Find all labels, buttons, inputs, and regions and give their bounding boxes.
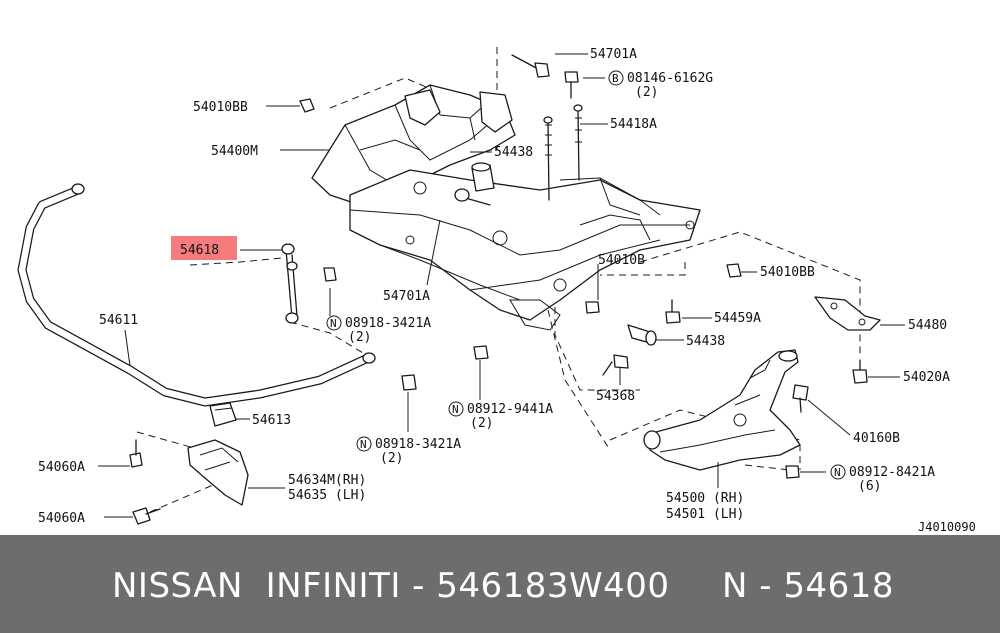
label-54635: 54635 (LH)	[288, 488, 366, 503]
label-54020a: 54020A	[903, 370, 950, 385]
label-08146-qty: (2)	[635, 85, 658, 100]
label-54501: 54501 (LH)	[666, 507, 744, 522]
label-54500: 54500 (RH)	[666, 491, 744, 506]
prefix-n-08912-9441: N	[452, 403, 459, 416]
label-54480: 54480	[908, 318, 947, 333]
part-number: N - 54618	[722, 566, 894, 606]
label-40160b: 40160B	[853, 431, 900, 446]
label-08146: 08146-6162G	[627, 71, 713, 86]
label-08912-9441: 08912-9441A	[467, 402, 553, 417]
label-54438-top: 54438	[494, 145, 533, 160]
label-54613: 54613	[252, 413, 291, 428]
stabilizer-bar	[17, 183, 376, 407]
label-54010bb-left: 54010BB	[193, 100, 248, 115]
label-54060a-bottom: 54060A	[38, 511, 85, 526]
footer-bar: NISSAN INFINITI - 546183W400 N - 54618	[0, 535, 1000, 633]
label-08912-8421-qty: (6)	[858, 479, 881, 494]
label-54459a: 54459A	[714, 311, 761, 326]
label-54618: 54618	[180, 243, 219, 258]
label-54438-mid: 54438	[686, 334, 725, 349]
label-54701a-mid: 54701A	[383, 289, 430, 304]
label-54418a: 54418A	[610, 117, 657, 132]
prefix-n-08918a: N	[330, 317, 337, 330]
label-54010bb-right: 54010BB	[760, 265, 815, 280]
callout-labels: 54701A B 08146-6162G (2) 54010BB 54418A …	[38, 47, 976, 534]
label-08918b-qty: (2)	[380, 451, 403, 466]
label-08918b: 08918-3421A	[375, 437, 461, 452]
right-side-parts	[473, 263, 881, 479]
prefix-b: B	[612, 72, 619, 85]
bracket-54634	[129, 439, 249, 525]
stud-bolts	[543, 104, 583, 201]
bushing-54613	[209, 402, 237, 427]
highlight-54618	[171, 236, 237, 260]
label-54400m: 54400M	[211, 144, 258, 159]
label-54060a-top: 54060A	[38, 460, 85, 475]
leader-lines	[98, 53, 905, 518]
brand-and-oem-number: NISSAN INFINITI - 546183W400	[112, 566, 670, 606]
label-54368: 54368	[596, 389, 635, 404]
label-54634m: 54634M(RH)	[288, 473, 366, 488]
prefix-n-08912-8421: N	[834, 466, 841, 479]
top-fasteners	[299, 54, 579, 113]
label-54010b: 54010B	[598, 253, 645, 268]
label-54611: 54611	[99, 313, 138, 328]
drawing-code: J4010090	[918, 520, 976, 534]
parts-diagram: 54701A B 08146-6162G (2) 54010BB 54418A …	[17, 47, 976, 534]
label-08912-8421: 08912-8421A	[849, 465, 935, 480]
prefix-n-08918b: N	[360, 438, 367, 451]
label-08918a: 08918-3421A	[345, 316, 431, 331]
label-54701a-top: 54701A	[590, 47, 637, 62]
crossmember	[311, 84, 701, 331]
label-08918a-qty: (2)	[348, 330, 371, 345]
label-08912-9441-qty: (2)	[470, 416, 493, 431]
prefix-circles	[326, 70, 846, 480]
stabilizer-link	[281, 243, 417, 391]
